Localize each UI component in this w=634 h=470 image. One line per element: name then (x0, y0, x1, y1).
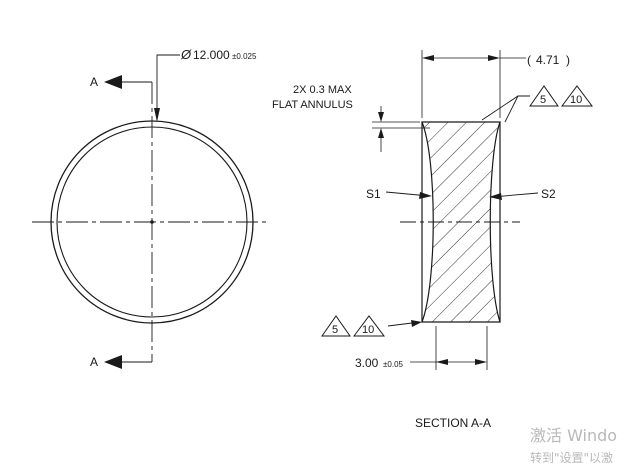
spec-bottom-a-label: 5 (332, 324, 338, 336)
s1-label: S1 (366, 187, 381, 201)
spec-bottom-arrow (411, 320, 422, 327)
s2-label: S2 (541, 187, 556, 201)
spec-top-a-label: 5 (540, 94, 546, 106)
flat-note-line1: 2X 0.3 MAX (293, 84, 352, 96)
front-view (32, 54, 270, 369)
watermark-line2: 转到"设置"以激 (530, 450, 613, 465)
spec-triangle-bottom-b (353, 315, 385, 337)
thickness-tolerance: ±0.05 (383, 360, 404, 369)
spec-triangle-top-a (529, 85, 559, 107)
diameter-arrow-head (154, 108, 160, 122)
spec-top-leader-2 (504, 95, 519, 123)
diameter-value: 12.000 (193, 48, 230, 62)
thickness-value: 3.00 (355, 356, 379, 370)
arrow-head-bottom (104, 355, 122, 369)
width-arrow-left (422, 55, 434, 61)
ref-dim-value: 4.71 (536, 53, 560, 67)
ref-dim-close: ) (566, 53, 570, 67)
annulus-arrow-bottom (378, 128, 384, 138)
spec-top-b-label: 10 (570, 94, 582, 106)
arrow-head-top (104, 75, 122, 89)
flat-note-line2: FLAT ANNULUS (272, 99, 353, 111)
section-letter-top: A (90, 75, 98, 89)
section-title: SECTION A-A (415, 416, 491, 430)
s1-arrow (419, 192, 432, 199)
thickness-arrow-right (475, 359, 487, 365)
width-arrow-right (488, 55, 500, 61)
section-view (321, 50, 593, 370)
diameter-leader (156, 54, 180, 118)
s2-arrow (489, 193, 502, 200)
spec-bottom-b-label: 10 (362, 324, 374, 336)
diameter-symbol: Ø (180, 47, 192, 62)
diameter-tolerance: ±0.025 (232, 52, 257, 61)
ref-dim-open: ( (527, 53, 531, 67)
spec-top-leader (481, 95, 530, 121)
spec-triangle-bottom-a (321, 315, 351, 337)
spec-triangle-top-b (561, 85, 593, 107)
watermark-line1: 激活 Windo (530, 426, 617, 445)
thickness-arrow-left (436, 359, 448, 365)
section-letter-bottom: A (90, 355, 98, 369)
annulus-arrow-top (378, 112, 384, 122)
center-point (150, 220, 154, 224)
